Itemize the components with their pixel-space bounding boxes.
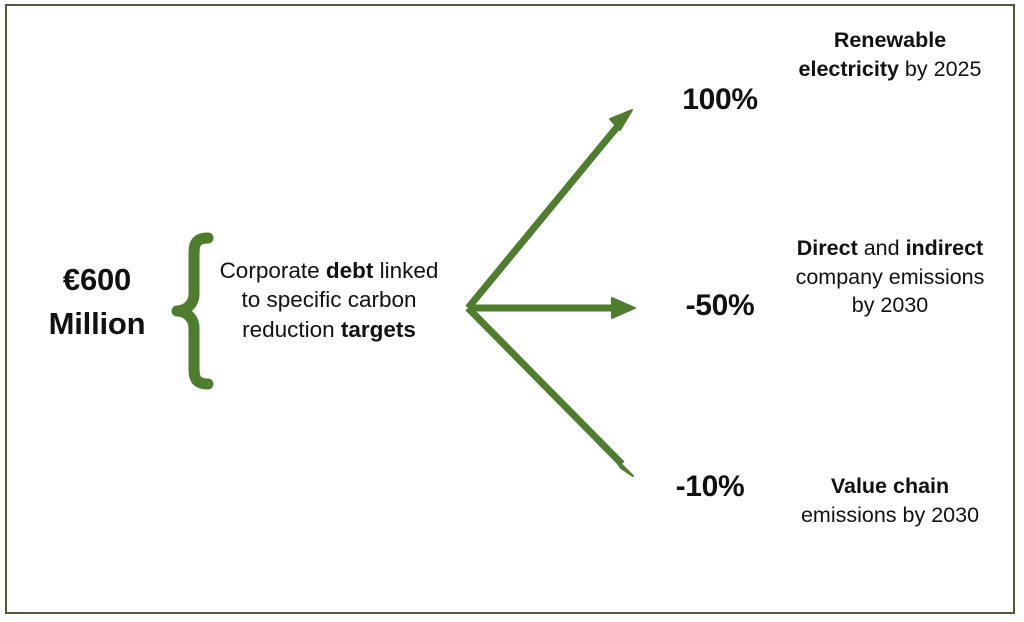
branch-label-2-bold: Value chain bbox=[830, 474, 950, 498]
branch-percent-2: -10% bbox=[675, 470, 745, 503]
arrow-up-right-head bbox=[609, 109, 633, 131]
desc-prefix: Corporate bbox=[219, 258, 326, 283]
branch-label-1-rest: company emissions by 2030 bbox=[795, 264, 985, 318]
branch-label-0-bold: Renewable electricity bbox=[798, 28, 947, 81]
branch-percent-0: 100% bbox=[682, 83, 758, 116]
desc-middle: linked to specific carbon reduction bbox=[241, 258, 439, 342]
funding-amount-line2: Million bbox=[48, 306, 146, 342]
branch-label-0: Renewable electricity by 2025 bbox=[790, 26, 990, 83]
branch-label-2: Value chain emissions by 2030 bbox=[790, 472, 990, 529]
desc-bold-targets: targets bbox=[340, 316, 416, 342]
funding-amount-line1: €600 bbox=[62, 262, 132, 297]
branch-arrows bbox=[450, 85, 660, 500]
desc-bold-debt: debt bbox=[325, 258, 374, 283]
branch-percent-1: -50% bbox=[685, 289, 755, 322]
arrow-down-right-head bbox=[611, 454, 634, 477]
funding-description: Corporate debt linked to specific carbon… bbox=[214, 256, 444, 344]
arrow-right-head bbox=[611, 297, 636, 319]
funding-amount: €600 Million bbox=[22, 258, 172, 346]
branch-label-1-bold-direct: Direct bbox=[796, 236, 858, 260]
branch-label-1: Direct and indirect company emissions by… bbox=[790, 234, 990, 320]
arrow-down-right-shaft bbox=[465, 305, 625, 467]
branch-label-2-rest: emissions by 2030 bbox=[800, 502, 980, 527]
branch-label-1-bold-indirect: indirect bbox=[905, 236, 984, 260]
branch-label-1-mid: and bbox=[857, 236, 906, 260]
branch-label-0-rest: by 2025 bbox=[898, 56, 982, 81]
arrow-up-right-shaft bbox=[465, 118, 625, 311]
curly-brace-icon bbox=[168, 232, 222, 390]
